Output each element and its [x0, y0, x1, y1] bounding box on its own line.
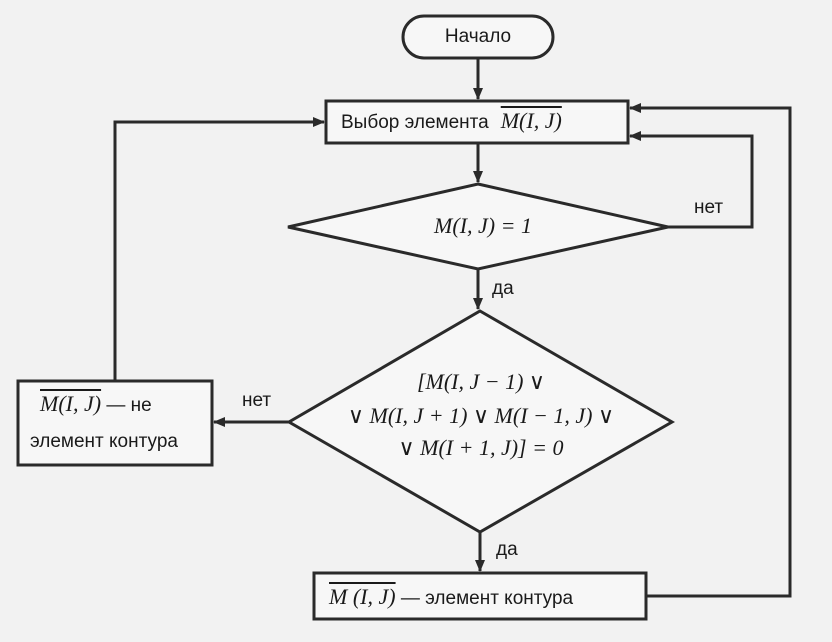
contour-formula: M (I, J) — [329, 584, 396, 609]
check-neighbors-line1: [M(I, J − 1) ∨ — [416, 369, 546, 394]
contour-suffix: — элемент контура — [395, 588, 574, 609]
not-contour-box — [16, 379, 214, 467]
not-contour-formula: M(I, J) — [40, 391, 102, 416]
edge-label-neighbors-yes: да — [496, 539, 518, 560]
edge-label-neighbors-no: нет — [242, 390, 272, 411]
edge-label-check-one-no: нет — [694, 197, 724, 218]
arrow-check-one-no-loop — [629, 131, 754, 229]
contour-label: M (I, J) — элемент контура — [329, 584, 574, 609]
select-formula: M(I, J) — [500, 108, 562, 133]
start-label: Начало — [444, 26, 512, 47]
not-contour-suffix: — не — [101, 395, 152, 416]
edge-label-check-one-yes: да — [492, 278, 514, 299]
not-contour-line1: M(I, J) — не — [40, 391, 152, 416]
select-element-box — [324, 99, 630, 145]
select-label: Выбор элемента M(I, J) — [341, 108, 562, 133]
arrow-not-contour-return — [113, 117, 325, 381]
check-one-formula: M(I, J) = 1 — [434, 213, 532, 238]
contour-box — [312, 571, 648, 621]
check-neighbors-line3: ∨ M(I + 1, J)] = 0 — [398, 435, 564, 460]
select-text: Выбор элемента — [341, 112, 489, 133]
arrow-contour-return — [629, 103, 792, 598]
check-neighbors-line2: ∨ M(I, J + 1) ∨ M(I − 1, J) ∨ — [347, 403, 615, 428]
not-contour-line2: элемент контура — [30, 431, 178, 452]
